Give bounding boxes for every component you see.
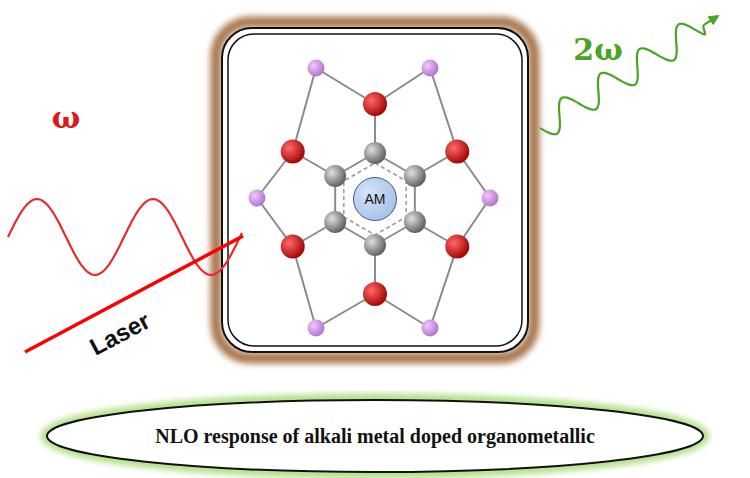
bond-line <box>293 247 316 329</box>
frame-glow <box>216 22 534 358</box>
input-wave <box>8 199 242 275</box>
frame-outer <box>222 28 528 352</box>
bond-line <box>430 247 457 329</box>
oxygen-atom <box>281 140 305 164</box>
oxygen-atom <box>445 140 469 164</box>
alkali-atom <box>422 60 439 77</box>
ellipse-border <box>47 400 703 472</box>
alkali-atom <box>482 190 499 207</box>
alkali-atom <box>249 190 266 207</box>
output-frequency: 2ω <box>573 35 622 65</box>
oxygen-atom <box>363 92 387 116</box>
oxygen-atom <box>445 235 469 259</box>
ellipse-glow <box>45 398 705 474</box>
alkali-atom <box>422 320 439 337</box>
carbon-atom <box>324 165 346 187</box>
bond-line <box>430 68 457 152</box>
dopant-circle: AM <box>353 177 397 221</box>
caption-ellipse: NLO response of alkali metal doped organ… <box>45 398 705 474</box>
output-wave <box>540 16 718 134</box>
carbon-atom <box>404 211 426 233</box>
waves <box>8 16 718 352</box>
carbon-atom <box>404 165 426 187</box>
carbon-atom <box>324 211 346 233</box>
bond-line <box>293 68 316 152</box>
carbon-atom <box>364 234 386 256</box>
alkali-atom <box>308 60 325 77</box>
aromatic-ring <box>344 163 406 235</box>
molecule <box>249 60 499 337</box>
oxygen-atom <box>363 282 387 306</box>
dopant-label: AM <box>365 191 386 207</box>
input-frequency: ω <box>52 103 81 133</box>
frame-inner <box>228 34 522 346</box>
carbon-atom <box>364 142 386 164</box>
caption-text: NLO response of alkali metal doped organ… <box>155 425 595 448</box>
oxygen-atom <box>281 235 305 259</box>
alkali-atom <box>308 320 325 337</box>
